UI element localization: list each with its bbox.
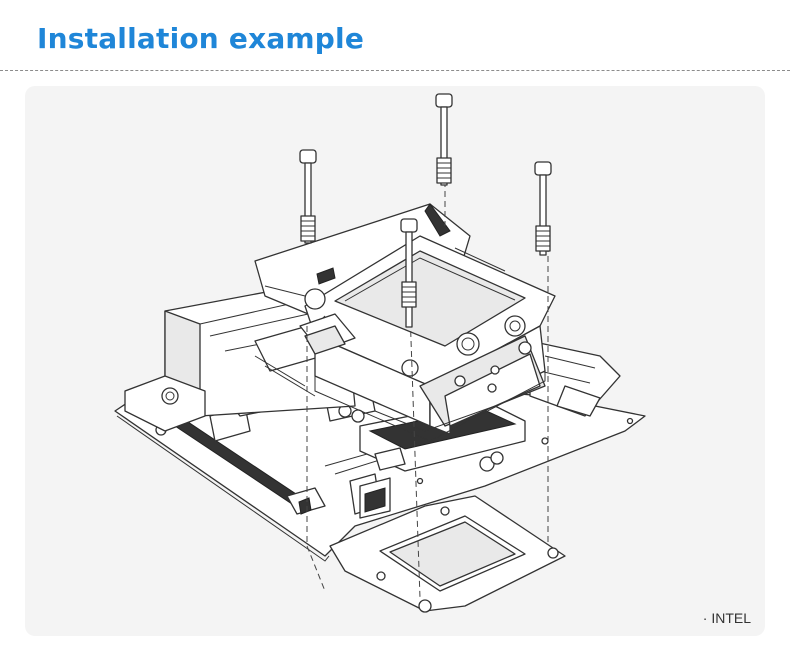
mounting-screw-3: [534, 161, 552, 256]
dashed-divider: [0, 70, 790, 71]
platform-caption: · INTEL: [702, 610, 751, 626]
installation-diagram-panel: · INTEL: [25, 86, 765, 636]
mounting-screw-1: [299, 149, 317, 244]
mounting-screw-4: [400, 218, 418, 328]
page-title: Installation example: [37, 22, 365, 55]
installation-illustration: [114, 93, 646, 613]
mounting-screw-2: [435, 93, 453, 186]
cpu-waterblock: [299, 235, 556, 442]
